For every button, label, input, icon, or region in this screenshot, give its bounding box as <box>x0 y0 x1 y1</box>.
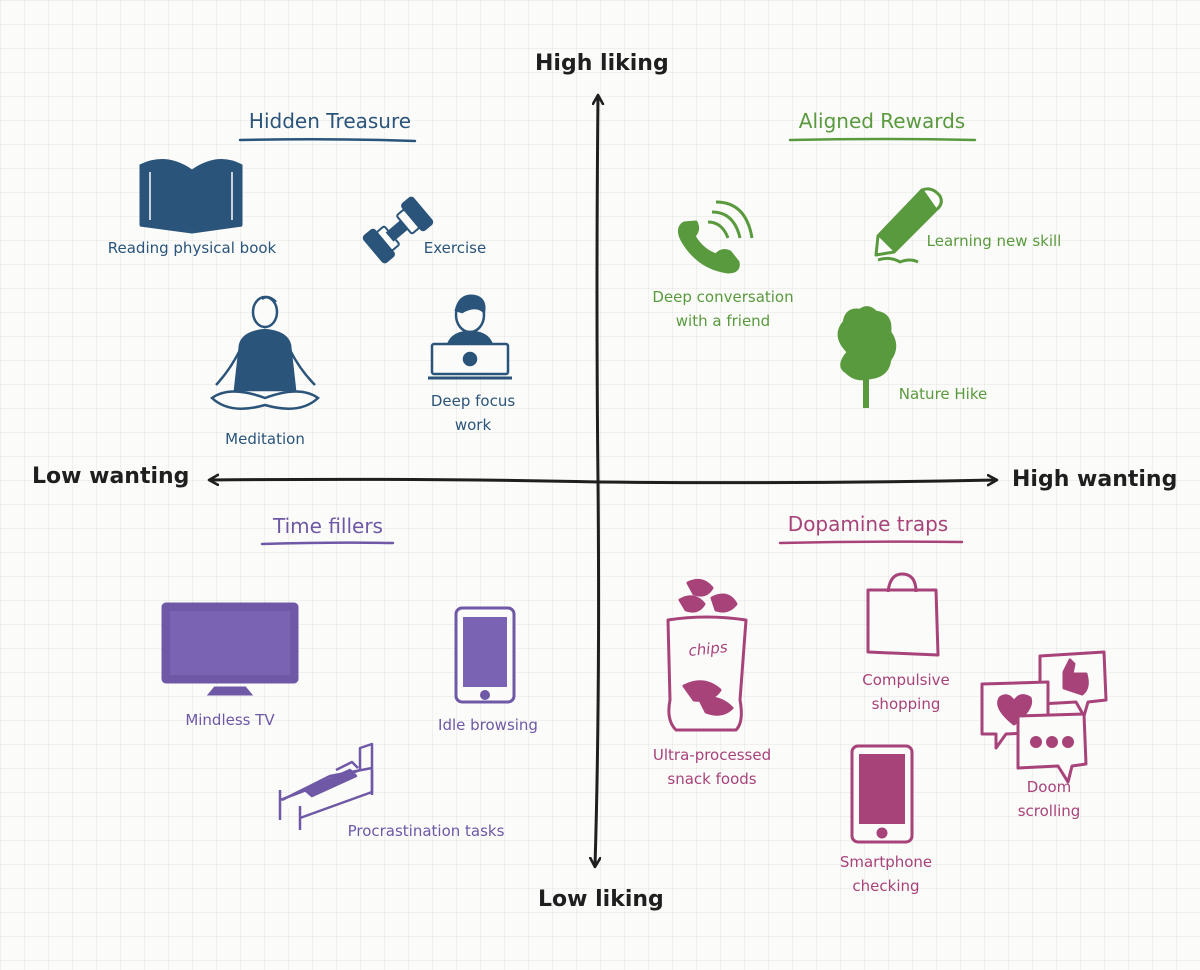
quadrant-title-time-fillers: Time fillers <box>273 514 383 538</box>
tablet-icon <box>454 606 516 704</box>
item-label-deep-focus-work: Deep focus work <box>430 392 516 434</box>
item-label-deep-conversation: Deep conversation with a friend <box>652 288 794 330</box>
tv-icon <box>161 602 299 696</box>
quadrant-title-dopamine-traps: Dopamine traps <box>787 512 949 536</box>
item-label-learning-new-skill: Learning new skill <box>926 232 1062 250</box>
chat-bubbles-icon <box>980 650 1108 784</box>
laptop-person-icon <box>428 294 512 380</box>
item-label-procrastination-tasks: Procrastination tasks <box>347 822 505 840</box>
dopamine-traps-underline <box>778 540 964 545</box>
book-icon <box>139 159 243 234</box>
axis-label-low-wanting: Low wanting <box>32 464 190 489</box>
shopping-bag-icon <box>866 572 940 657</box>
item-label-doom-scrolling: Doom scrolling <box>1017 778 1081 820</box>
quadrant-title-hidden-treasure: Hidden Treasure <box>248 109 412 133</box>
item-label-meditation: Meditation <box>225 430 305 448</box>
tree-icon <box>837 306 897 408</box>
axis-label-high-wanting: High wanting <box>1012 467 1178 492</box>
quadrant-title-aligned-rewards: Aligned Rewards <box>798 109 966 133</box>
item-label-compulsive-shopping: Compulsive shopping <box>862 671 950 713</box>
axis-label-high-liking: High liking <box>535 51 669 76</box>
aligned-rewards-underline <box>788 137 977 142</box>
item-label-ultra-processed-snack-foods: Ultra-processed snack foods <box>652 746 772 788</box>
chips-bag-icon <box>666 578 748 732</box>
pencil-icon <box>874 187 943 264</box>
time-fillers-underline <box>260 541 395 546</box>
item-label-reading-physical-book: Reading physical book <box>107 239 277 257</box>
meditation-icon <box>210 295 320 410</box>
item-label-exercise: Exercise <box>423 239 487 257</box>
item-label-nature-hike: Nature Hike <box>898 385 988 403</box>
horizontal-axis <box>210 479 996 482</box>
item-label-mindless-tv: Mindless TV <box>185 711 275 729</box>
bed-icon <box>278 742 374 830</box>
item-label-smartphone-checking: Smartphone checking <box>839 853 933 895</box>
hidden-treasure-underline <box>238 137 417 143</box>
phone-icon <box>677 200 754 274</box>
item-label-idle-browsing: Idle browsing <box>438 716 538 734</box>
axis-label-low-liking: Low liking <box>538 887 664 912</box>
smartphone-icon <box>850 744 914 844</box>
dumbbell-icon <box>362 196 434 264</box>
